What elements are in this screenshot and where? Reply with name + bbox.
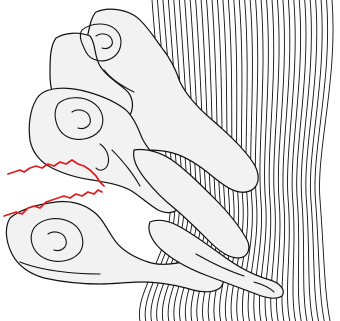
muscle-fiber-strand (287, 0, 295, 321)
muscle-fiber-strand (301, 0, 311, 321)
muscle-fiber-strand (297, 0, 306, 321)
muscle-fiber-strand (292, 0, 301, 321)
